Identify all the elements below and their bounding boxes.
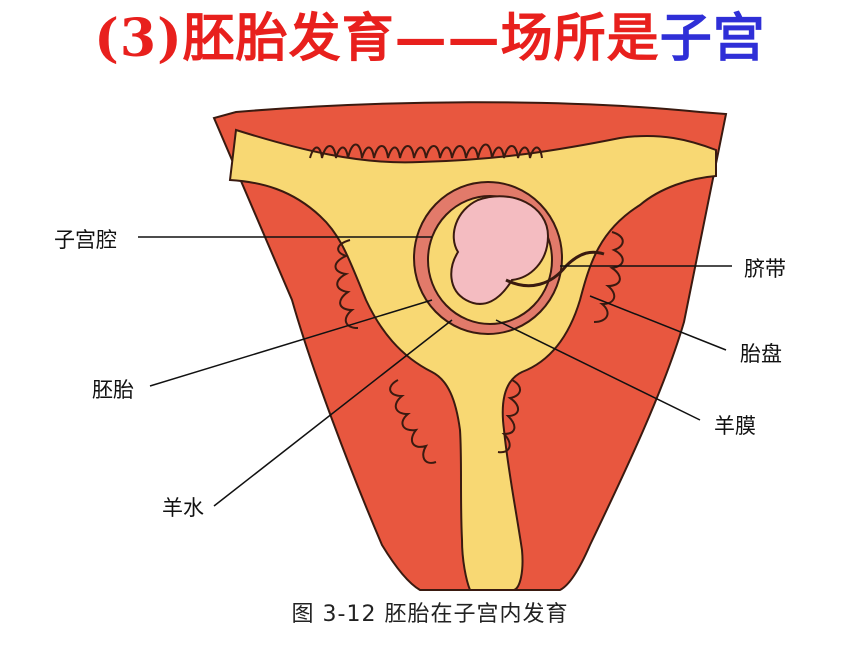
label-umbilical-cord: 脐带 (744, 257, 786, 281)
label-uterine-cavity: 子宫腔 (54, 228, 117, 252)
label-amniotic-fluid: 羊水 (162, 496, 204, 520)
title-text: (3)胚胎发育——场所是 (94, 8, 660, 69)
label-embryo: 胚胎 (92, 378, 134, 402)
label-amnion: 羊膜 (714, 414, 756, 438)
uterine-cavity (228, 128, 717, 591)
label-placenta: 胎盘 (740, 342, 782, 366)
title-highlight: 子宫 (659, 8, 766, 69)
leader-lines (138, 236, 732, 507)
page-title: (3)胚胎发育——场所是子宫 (0, 4, 860, 74)
figure-caption: 图 3-12 胚胎在子宫内发育 (291, 602, 569, 627)
uterine-folds (309, 143, 624, 464)
embryo (450, 195, 550, 305)
